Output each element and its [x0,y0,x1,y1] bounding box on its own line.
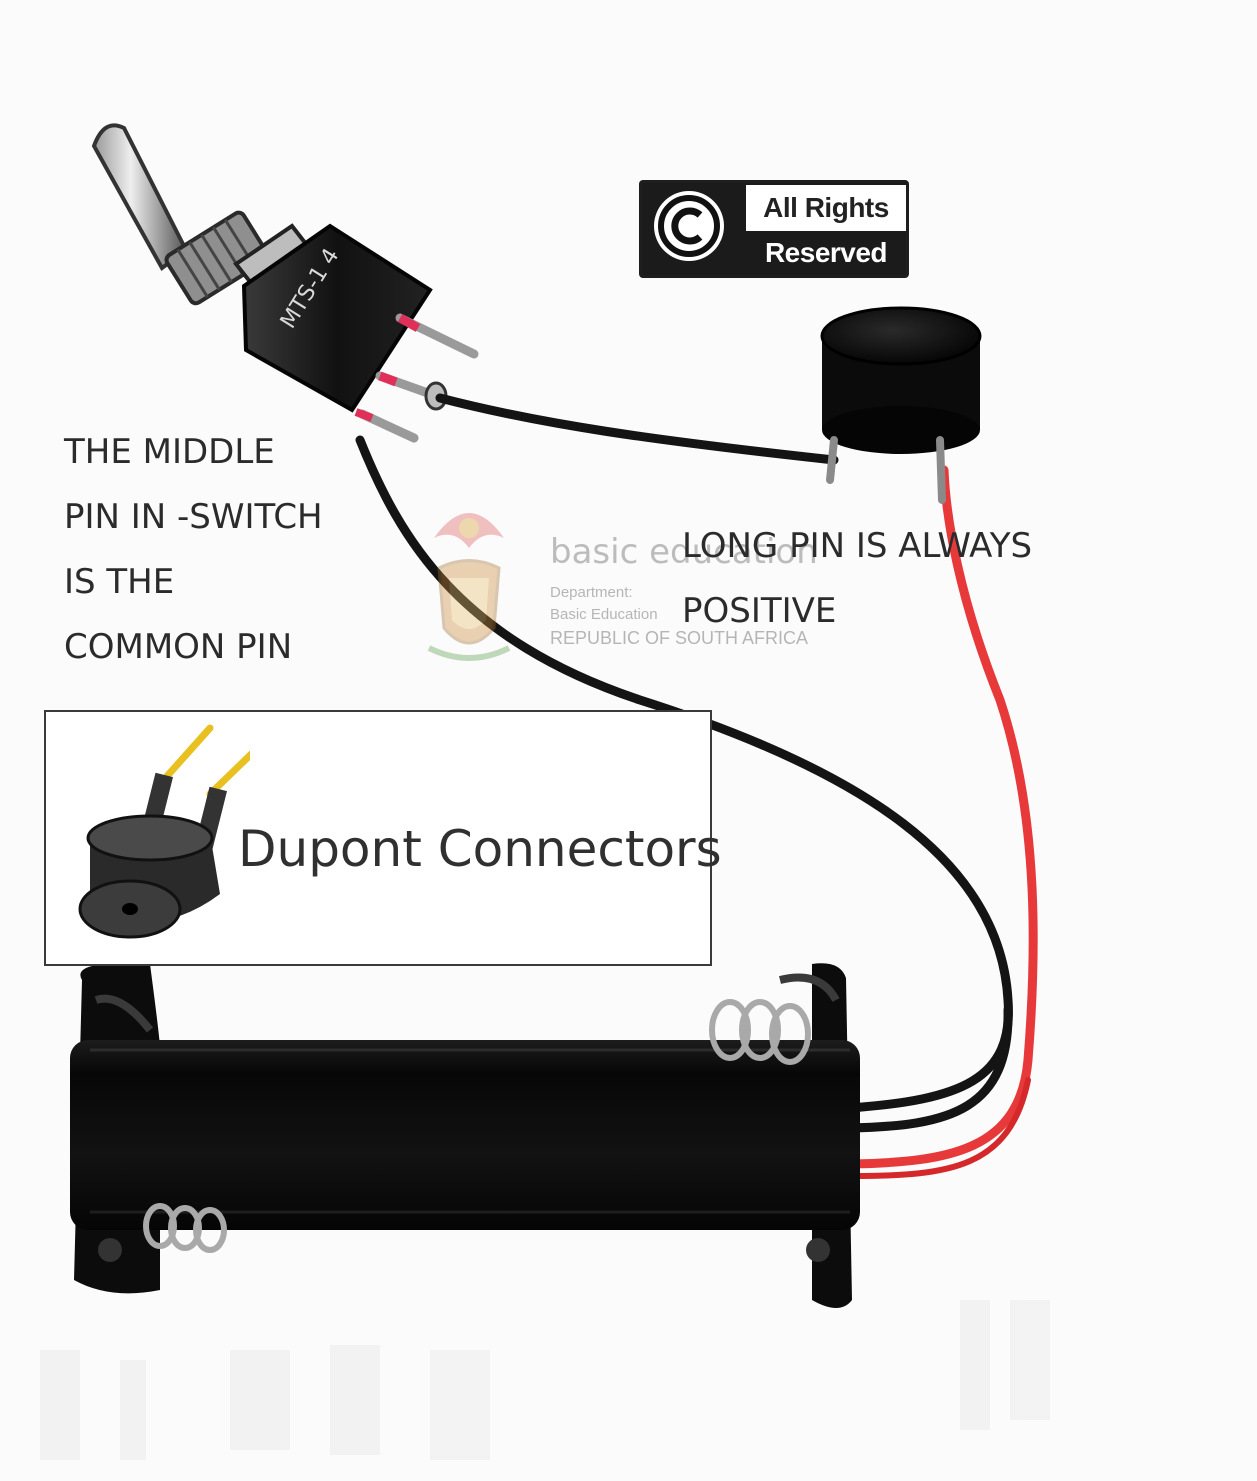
long-pin-note-line: LONG PIN IS ALWAYS [682,526,1033,566]
middle-pin-note-line: COMMON PIN [64,627,293,667]
scan-artefacts [40,1300,1050,1460]
copyright-line-1: All Rights [746,185,906,231]
middle-pin-note: THE MIDDLE PIN IN -SWITCH IS THE COMMON … [64,420,323,680]
copyright-line-2: Reserved [764,237,888,268]
buzzer [820,306,982,504]
wires [355,393,1038,1179]
copyright-badge: All Rights Reserved [639,180,909,278]
long-pin-note: LONG PIN IS ALWAYS POSITIVE [682,514,1032,644]
dupont-connectors-inset: Dupont Connectors [44,710,722,966]
dupont-caption: Dupont Connectors [238,820,722,878]
battery-holder [70,963,860,1308]
middle-pin-note-line: PIN IN -SWITCH [64,497,323,537]
copyright-icon [654,191,724,261]
toggle-switch: MTS-1 4 [91,123,479,443]
buzzer-with-dupont-image [78,724,250,939]
long-pin-note-line: POSITIVE [682,591,837,631]
middle-pin-note-line: THE MIDDLE [64,432,275,472]
middle-pin-note-line: IS THE [64,562,175,602]
